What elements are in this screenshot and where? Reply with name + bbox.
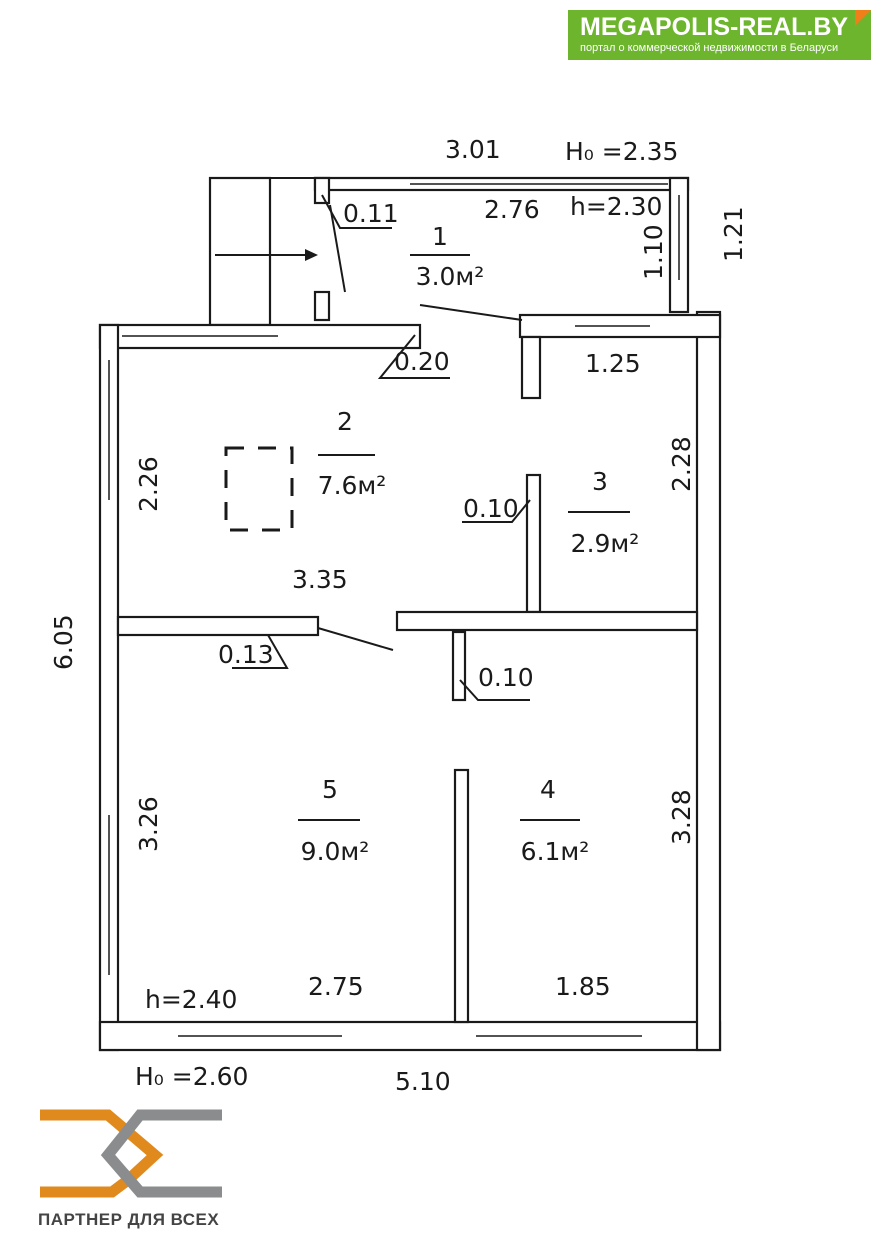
dim-room3-depth: 2.28 bbox=[667, 436, 696, 492]
room-1-area: 3.0м² bbox=[416, 262, 485, 291]
room-5-number: 5 bbox=[322, 775, 338, 804]
dim-total-depth: 6.05 bbox=[49, 614, 78, 670]
dim-room2-width: 3.35 bbox=[292, 565, 348, 594]
corner-fold-icon bbox=[855, 10, 871, 26]
dimension-labels: 3.01 H₀ =2.35 2.76 h=2.30 0.11 1.10 1.21… bbox=[49, 135, 748, 1096]
dim-h0-bottom: H₀ =2.60 bbox=[135, 1062, 248, 1091]
dim-outer-121: 1.21 bbox=[719, 206, 748, 262]
room-4-area: 6.1м² bbox=[521, 837, 590, 866]
dim-room3-width: 1.25 bbox=[585, 349, 641, 378]
room-2-area: 7.6м² bbox=[318, 471, 387, 500]
dim-wall-011: 0.11 bbox=[343, 199, 399, 228]
dim-wall-013: 0.13 bbox=[218, 640, 274, 669]
room-3-area: 2.9м² bbox=[571, 529, 640, 558]
room-3-number: 3 bbox=[592, 467, 608, 496]
brand-title: MEGAPOLIS-REAL.BY bbox=[580, 13, 849, 41]
dim-h-room5: h=2.40 bbox=[145, 985, 237, 1014]
dim-room4-depth: 3.28 bbox=[667, 789, 696, 845]
dim-room5-width: 2.75 bbox=[308, 972, 364, 1001]
partner-logo-mark bbox=[40, 1109, 222, 1198]
dim-room1-depth: 1.10 bbox=[639, 224, 668, 280]
room-labels: 1 3.0м² 2 7.6м² 3 2.9м² 4 6.1м² 5 9.0м² bbox=[301, 222, 640, 866]
dim-room4-width: 1.85 bbox=[555, 972, 611, 1001]
dim-wall-010b: 0.10 bbox=[478, 663, 534, 692]
room-1-number: 1 bbox=[432, 222, 448, 251]
brand-subtitle: портал о коммерческой недвижимости в Бел… bbox=[580, 42, 839, 54]
dim-room5-depth: 3.26 bbox=[134, 796, 163, 852]
windows bbox=[108, 183, 680, 1037]
megapolis-logo[interactable]: MEGAPOLIS-REAL.BY портал о коммерческой … bbox=[568, 10, 871, 60]
dim-room1-width: 2.76 bbox=[484, 195, 540, 224]
room-4-number: 4 bbox=[540, 775, 556, 804]
dim-h0-top: H₀ =2.35 bbox=[565, 137, 678, 166]
room-2-number: 2 bbox=[337, 407, 353, 436]
partner-tagline: ПАРТНЕР ДЛЯ ВСЕХ bbox=[38, 1210, 220, 1229]
dim-total-width: 5.10 bbox=[395, 1067, 451, 1096]
dim-h-room1: h=2.30 bbox=[570, 192, 662, 221]
dim-wall-020: 0.20 bbox=[394, 347, 450, 376]
dim-wall-010a: 0.10 bbox=[463, 494, 519, 523]
doors-and-arrows bbox=[215, 194, 630, 821]
walls bbox=[98, 176, 722, 1052]
dim-room2-depth: 2.26 bbox=[134, 456, 163, 512]
room-5-area: 9.0м² bbox=[301, 837, 370, 866]
dim-top-width: 3.01 bbox=[445, 135, 501, 164]
